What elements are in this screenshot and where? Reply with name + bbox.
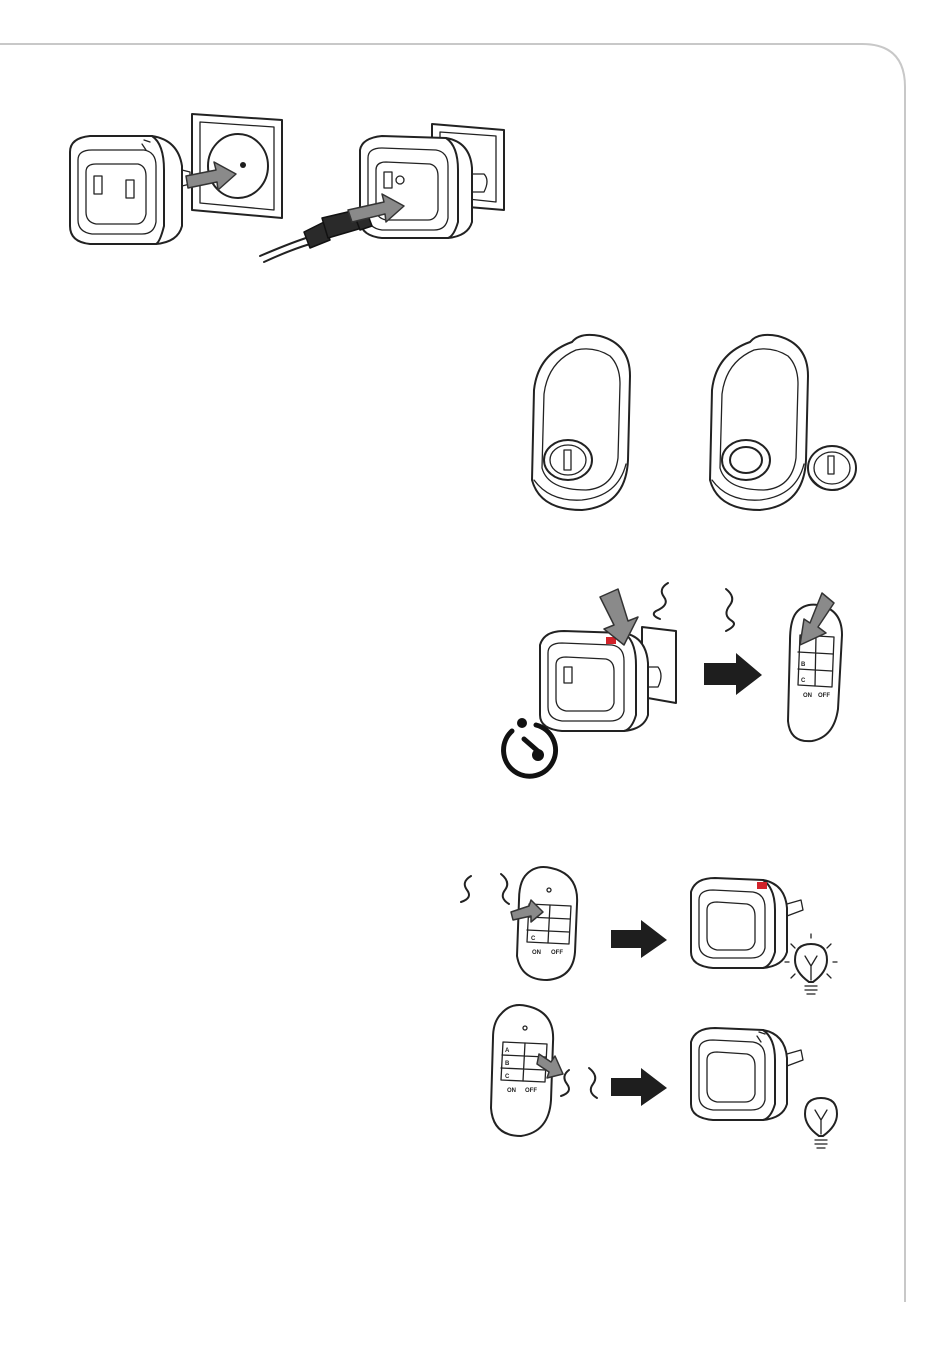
signal-wave-icon [589,1068,597,1098]
plug-adapter-icon [691,1028,803,1120]
remote-label-c: C [531,936,536,942]
remote-label-off: OFF [525,1088,537,1094]
remote-back-open-icon [710,335,808,510]
remote-label-c: C [801,678,806,684]
lightbulb-on-icon [785,934,837,994]
signal-wave-icon [654,583,668,619]
step3-illustration: B C ON OFF [500,575,870,785]
signal-wave-icon [501,874,509,904]
result-arrow-icon [611,920,667,958]
step4-off-illustration: A B C ON OFF [485,1000,855,1160]
battery-cover-icon [808,446,856,490]
step4-on-illustration: A C ON OFF [455,860,855,1000]
remote-label-on: ON [532,950,541,956]
plug-adapter-icon [540,631,661,731]
plug-adapter-icon [70,136,190,244]
step1-illustration [60,110,520,275]
signal-wave-icon [461,876,471,902]
remote-control-icon: A C ON OFF [511,867,577,980]
led-indicator [757,882,767,889]
result-arrow-icon [611,1068,667,1106]
remote-control-icon: A B C ON OFF [491,1005,563,1136]
plug-adapter-icon [691,878,803,968]
remote-label-c: C [505,1074,510,1080]
remote-label-off: OFF [551,950,563,956]
remote-label-on: ON [507,1088,516,1094]
lightbulb-off-icon [805,1098,837,1148]
remote-label-off: OFF [818,693,830,699]
remote-label-a: A [505,1048,510,1054]
remote-label-on: ON [803,693,812,699]
step2-illustration [520,330,870,520]
plug-adapter-icon [360,136,487,238]
remote-label-b: B [505,1061,510,1067]
signal-wave-icon [726,589,734,631]
wall-socket-icon [192,114,282,218]
result-arrow-icon [704,653,762,695]
remote-back-closed-icon [532,335,630,510]
remote-label-b: B [801,662,806,668]
